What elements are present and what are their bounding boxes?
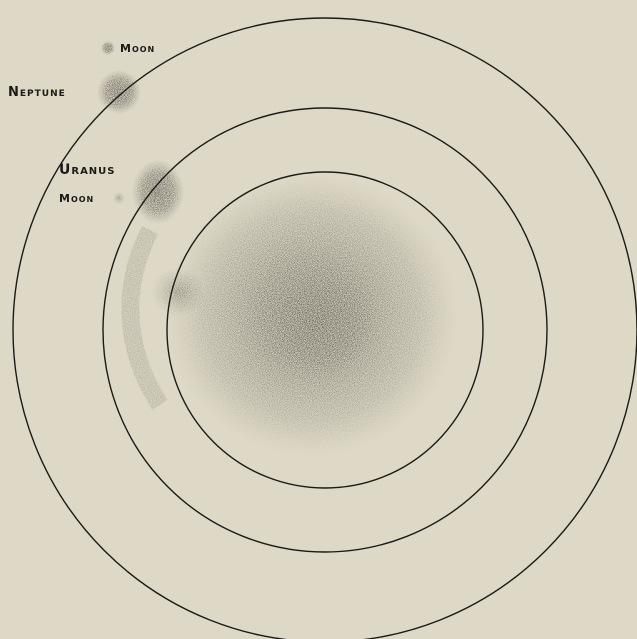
label-uranus: Uranus [59, 162, 116, 178]
moon-uranus-dot [113, 192, 125, 204]
orbit-outer [12, 17, 637, 639]
label-moon-top: Moon [120, 42, 155, 55]
central-nebula [167, 175, 457, 455]
uranus-blob [132, 160, 184, 224]
moon-top-dot [101, 41, 115, 55]
label-moon-uranus: Moon [59, 192, 94, 205]
orbit-middle [102, 107, 548, 553]
label-neptune: Neptune [8, 85, 66, 100]
nebula-trail [121, 225, 204, 410]
orbit-inner [166, 171, 484, 489]
neptune-blob [97, 70, 141, 114]
